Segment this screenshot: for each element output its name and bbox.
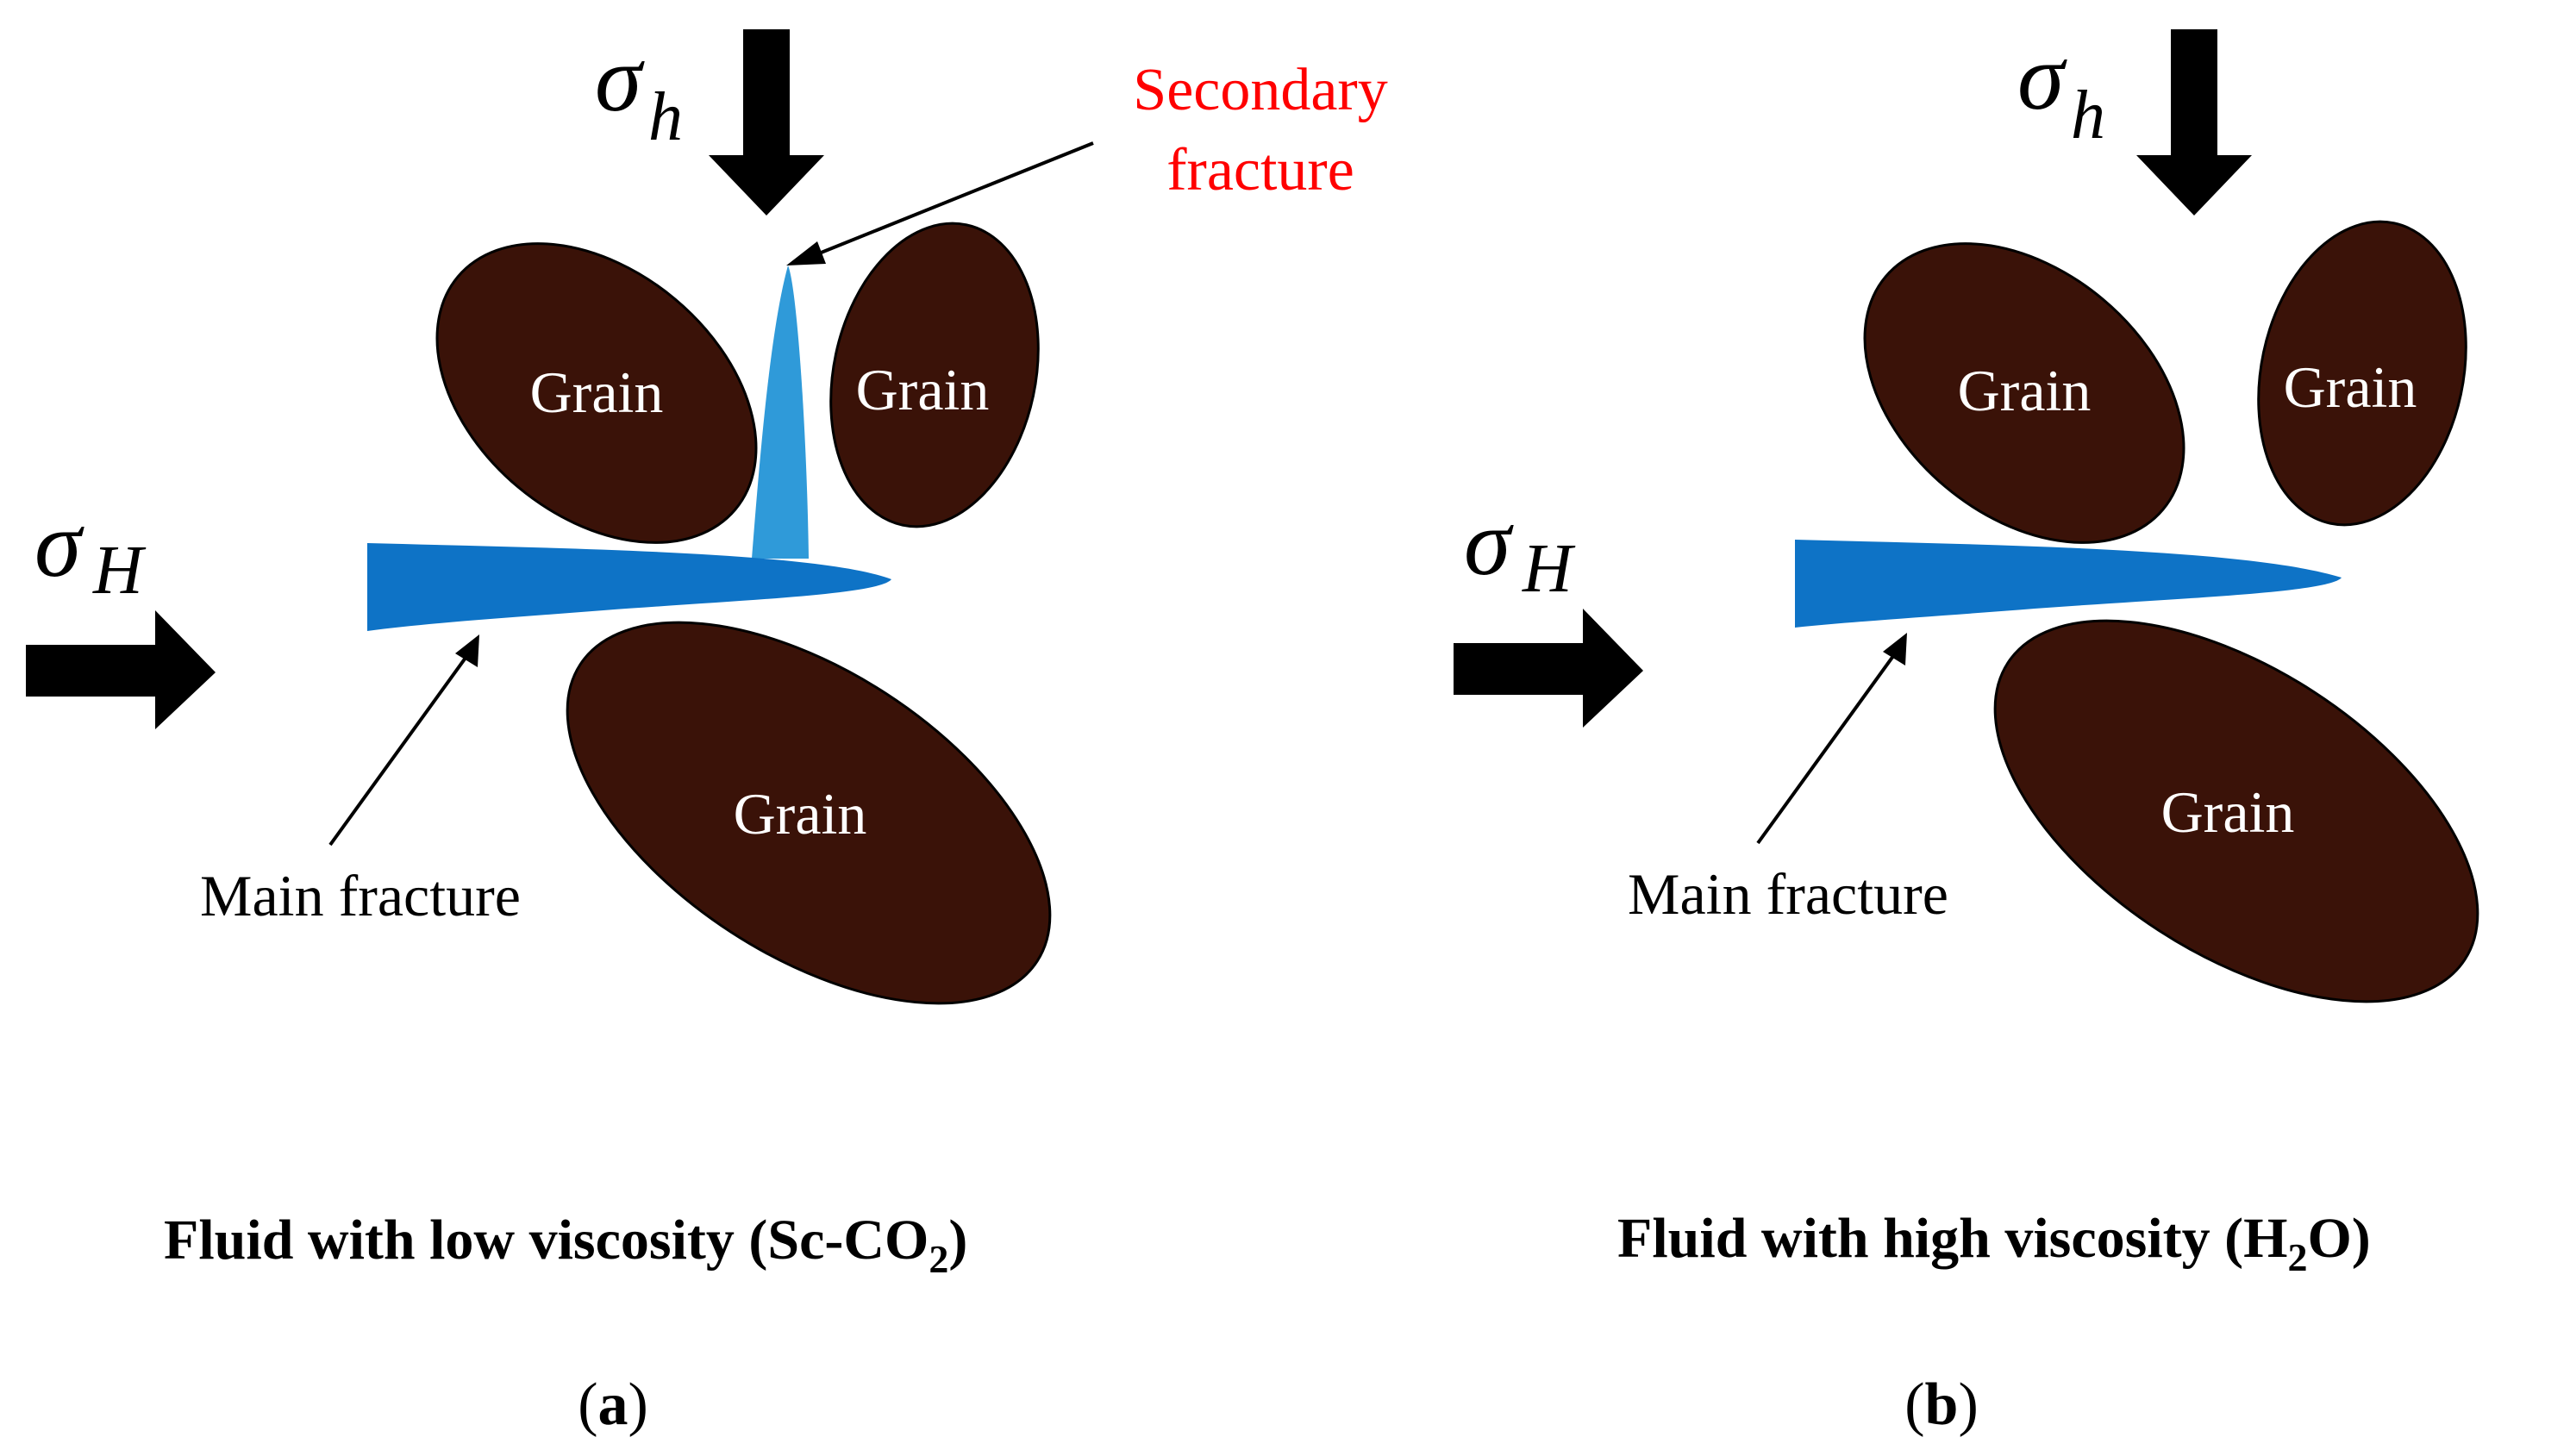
grain-label-upper-right: Grain (856, 357, 990, 422)
main-fracture-pointer-head-b (1883, 633, 1907, 666)
grain-label-upper-right-b: Grain (2284, 354, 2417, 420)
panel-b: σ h σ H Grain Grain Grain Main fracture … (1454, 24, 2479, 1438)
grain-upper-right-b (2257, 220, 2467, 527)
main-fracture (367, 543, 891, 631)
main-fracture-label: Main fracture (200, 863, 521, 928)
grain-upper-left-b (1863, 242, 2185, 544)
sigma-h-symbol: σ (595, 26, 645, 131)
caption-b-subscript: 2 (2287, 1235, 2307, 1279)
caption-b-main: Fluid with high viscosity (H (1617, 1207, 2287, 1270)
secondary-fracture-label-line1: Secondary (1133, 57, 1387, 123)
vertical-stress-arrow-b (2136, 29, 2252, 216)
panel-label-a-close: ) (628, 1372, 648, 1438)
caption-a-end: ) (948, 1209, 967, 1272)
grain-label-lower-b: Grain (2161, 779, 2295, 845)
panel-label-b-open: ( (1904, 1372, 1924, 1438)
main-fracture-pointer-head (455, 634, 479, 667)
sigma-H-subscript-b: H (1522, 531, 1576, 607)
secondary-fracture-pointer (810, 141, 1094, 259)
sigma-h-subscript-b: h (2071, 78, 2105, 153)
caption-a-main: Fluid with low viscosity (Sc-CO (164, 1209, 929, 1272)
panel-label-b-close: ) (1958, 1372, 1978, 1438)
caption-a-subscript: 2 (929, 1237, 948, 1281)
panel-label-b: (b) (1904, 1372, 1979, 1438)
caption-a: Fluid with low viscosity (Sc-CO2) (164, 1209, 967, 1281)
sigma-H-symbol: σ (34, 491, 84, 597)
grain-upper-left (435, 242, 758, 544)
main-fracture-pointer (328, 647, 474, 847)
sigma-h-subscript: h (648, 79, 683, 155)
secondary-fracture-label-line2: fracture (1166, 137, 1354, 203)
grain-label-lower: Grain (734, 781, 867, 847)
panel-label-a: (a) (578, 1372, 648, 1438)
caption-b: Fluid with high viscosity (H2O) (1617, 1207, 2371, 1279)
panel-label-b-letter: b (1925, 1372, 1959, 1438)
secondary-fracture (752, 266, 809, 559)
secondary-fracture-pointer-head (786, 241, 826, 266)
main-fracture-pointer-b (1756, 645, 1902, 845)
grain-lower-b (1993, 619, 2479, 1003)
sigma-H-symbol-b: σ (1464, 490, 1514, 595)
panel-a: σ h σ H Grain Grain Grain Secondary frac… (26, 26, 1388, 1438)
horizontal-stress-arrow (26, 610, 216, 729)
horizontal-stress-arrow-b (1454, 609, 1643, 728)
panel-label-a-letter: a (598, 1372, 628, 1438)
grain-label-upper-left: Grain (530, 359, 664, 425)
grain-label-upper-left-b: Grain (1958, 358, 2092, 423)
main-fracture-label-b: Main fracture (1628, 861, 1948, 927)
grain-upper-right (829, 222, 1040, 528)
sigma-h-symbol-b: σ (2017, 24, 2067, 129)
caption-b-end: O) (2307, 1207, 2370, 1270)
grain-lower (566, 621, 1052, 1005)
sigma-H-subscript: H (92, 533, 147, 609)
panel-label-a-open: ( (578, 1372, 597, 1438)
vertical-stress-arrow (709, 29, 824, 216)
main-fracture-b (1795, 540, 2342, 628)
